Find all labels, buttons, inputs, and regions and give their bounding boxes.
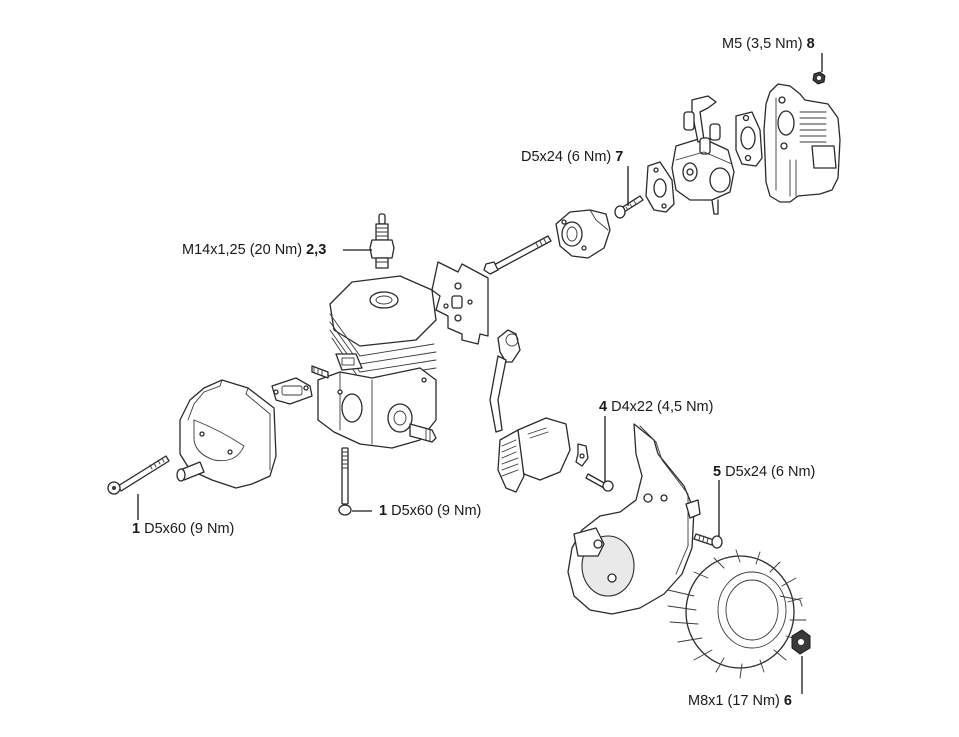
- callout-5-spec: D5x24 (6 Nm): [725, 464, 816, 480]
- callout-7-spec: D5x24 (6 Nm): [521, 149, 612, 165]
- callout-4: 4 D4x22 (4,5 Nm): [599, 399, 713, 415]
- spark-plug: [369, 213, 395, 269]
- callout-8-spec: M5 (3,5 Nm): [722, 36, 803, 52]
- callout-2-3-spec: M14x1,25 (20 Nm): [182, 242, 303, 258]
- callout-1-muffler-ref: 1: [132, 521, 141, 537]
- callout-4-ref: 4: [599, 399, 608, 415]
- callout-1-cylinder-ref: 1: [379, 503, 388, 519]
- muffler: [176, 379, 277, 489]
- callout-4-spec: D4x22 (4,5 Nm): [611, 399, 714, 415]
- nut-8: [812, 71, 826, 85]
- callout-8-ref: 8: [806, 36, 815, 52]
- callout-5-ref: 5: [713, 464, 722, 480]
- nut-6: [791, 629, 811, 655]
- screw-7: [614, 195, 644, 219]
- callout-6-spec: M8x1 (17 Nm): [688, 693, 780, 709]
- callout-1-cylinder: 1 D5x60 (9 Nm): [379, 503, 481, 519]
- screw-4: [585, 473, 614, 492]
- callout-1-cylinder-spec: D5x60 (9 Nm): [391, 503, 482, 519]
- exhaust-gasket: [271, 377, 313, 405]
- heat-shield-plate: [431, 261, 489, 345]
- callout-5: 5 D5x24 (6 Nm): [713, 464, 815, 480]
- fan-housing: [567, 423, 701, 615]
- carburetor-gasket: [735, 111, 763, 167]
- ignition-module: [489, 329, 571, 493]
- air-filter-cover: [763, 83, 841, 203]
- intake-gasket: [645, 161, 675, 213]
- callout-6-ref: 6: [783, 693, 792, 709]
- callout-8: M5 (3,5 Nm) 8: [722, 36, 815, 52]
- callout-7-ref: 7: [615, 149, 624, 165]
- intake-flange: [555, 209, 611, 259]
- screw-1-cylinder: [338, 447, 352, 516]
- screw-1-muffler: [107, 455, 170, 495]
- callout-7: D5x24 (6 Nm) 7: [521, 149, 623, 165]
- callout-2-3-ref: 2,3: [306, 242, 327, 258]
- flywheel: [667, 549, 807, 679]
- ignition-bracket: [575, 443, 589, 467]
- callout-1-muffler: 1 D5x60 (9 Nm): [132, 521, 234, 537]
- screw-5: [693, 533, 723, 549]
- callout-6: M8x1 (17 Nm) 6: [688, 693, 792, 709]
- cylinder-engine: [311, 275, 437, 449]
- callout-1-muffler-spec: D5x60 (9 Nm): [144, 521, 235, 537]
- callout-2-3: M14x1,25 (20 Nm) 2,3: [182, 242, 326, 258]
- carburetor: [671, 95, 735, 215]
- long-bolt: [483, 235, 552, 275]
